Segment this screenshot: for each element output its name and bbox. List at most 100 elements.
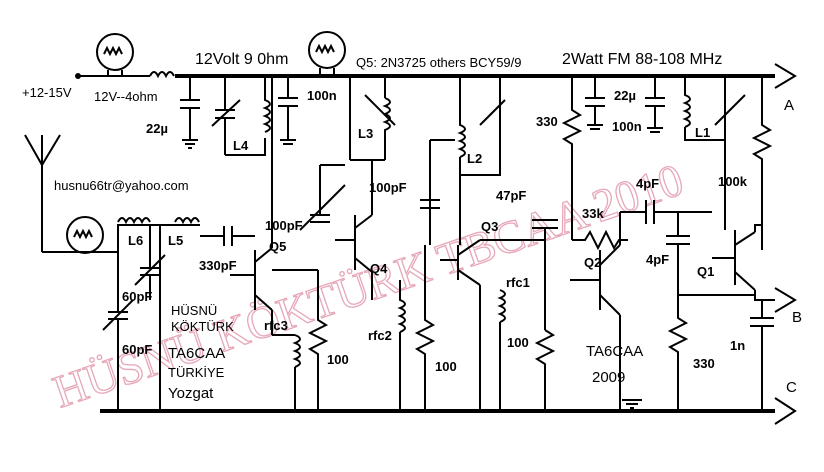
output-b-arrow: [760, 287, 797, 313]
label-r-330-top: 330: [536, 114, 558, 129]
cap-100pf-mid: [420, 199, 440, 245]
choke-rfc2: [397, 280, 406, 411]
label-q5: Q5: [269, 239, 286, 254]
trimmer-l2: [479, 99, 506, 126]
label-q1: Q1: [697, 264, 714, 279]
credit-callsign: TA6CAA: [586, 343, 643, 360]
cap-100n-right: [585, 76, 605, 130]
output-a-arrow: [774, 63, 797, 89]
author-city: Yozgat: [168, 385, 214, 402]
trimmer-l3: [364, 94, 396, 126]
lamp-supply: [96, 33, 134, 76]
author-country: TÜRKİYE: [168, 365, 225, 380]
author-name-line2: KÖKTÜRK: [171, 319, 234, 334]
label-l4: L4: [233, 138, 249, 153]
coil-l4: [225, 76, 271, 156]
label-l3: L3: [358, 126, 373, 141]
label-r-100-c: 100: [327, 352, 349, 367]
choke-rfc3: [272, 334, 301, 411]
transistor-q2: [570, 212, 621, 411]
cap-22u-right: [645, 76, 665, 133]
cap-330pf: [200, 226, 255, 246]
coil-l3: [349, 76, 391, 161]
trimmer-60pf-b: [102, 225, 134, 411]
label-c-4pf-mid: 4pF: [646, 252, 669, 267]
trimmer-l1: [714, 94, 746, 126]
transistor-q3: [440, 175, 481, 411]
label-q4: Q4: [370, 261, 388, 276]
label-r-33k: 33k: [582, 206, 604, 221]
author-name-line1: HÜSNÜ: [171, 303, 217, 318]
resistor-330-top: [561, 76, 583, 240]
antenna: [24, 134, 61, 252]
transistor-q1: [712, 140, 762, 301]
cap-47pf: [480, 219, 558, 260]
label-c-4pf-top: 4pF: [636, 176, 659, 191]
coil-l5: [174, 217, 200, 225]
label-c-1n: 1n: [730, 338, 745, 353]
label-c-47pf: 47pF: [496, 188, 526, 203]
label-c-100pf-q4: 100pF: [369, 180, 407, 195]
transistor-q5: [230, 76, 273, 335]
label-l2: L2: [467, 151, 482, 166]
cap-100n-left: [278, 76, 298, 145]
label-rfc3: rfc3: [264, 318, 288, 333]
author-callsign: TA6CAA: [168, 345, 225, 362]
trimmer-l4: [211, 76, 241, 155]
cap-4pf-top: [620, 200, 712, 224]
label-rfc1: rfc1: [506, 275, 530, 290]
circuit-title: 2Watt FM 88-108 MHz: [562, 51, 722, 68]
trimmer-100pf-q4: [299, 164, 346, 231]
label-l1: L1: [695, 125, 710, 140]
label-c-100n-right: 100n: [612, 119, 642, 134]
label-c-330pf: 330pF: [199, 258, 237, 273]
supply-choke: [149, 71, 175, 79]
trimmer-60pf-a: [134, 225, 166, 300]
email: husnu66tr@yahoo.com: [54, 178, 189, 193]
transistor-note: Q5: 2N3725 others BCY59/9: [356, 55, 522, 70]
label-l6: L6: [128, 233, 143, 248]
cap-22u-left: [180, 76, 200, 140]
ground-bottom: [622, 399, 642, 409]
cap-4pf-mid: [666, 212, 690, 295]
label-c-60pf-a: 60pF: [122, 289, 152, 304]
label-r-100k: 100k: [718, 174, 748, 189]
label-c-100n-left: 100n: [307, 88, 337, 103]
ground-22u-left: [182, 139, 198, 149]
supply-input-label: +12-15V: [22, 85, 72, 100]
label-c-100pf-q5: 100pF: [265, 218, 303, 233]
coil-l2: [457, 76, 501, 176]
lamp-rail: [308, 31, 346, 76]
resistor-100k: [751, 76, 773, 250]
label-c-22u-right: 22µ: [614, 88, 636, 103]
label-c-60pf-b: 60pF: [122, 342, 152, 357]
credit-year: 2009: [592, 369, 625, 386]
output-a-label: A: [784, 97, 794, 114]
resistor-100-c: [272, 269, 329, 411]
supply-node: [75, 73, 81, 79]
l2-feed: [429, 139, 455, 215]
label-r-330-bottom: 330: [693, 356, 715, 371]
label-l5: L5: [168, 233, 183, 248]
resistor-330-bottom: [667, 295, 689, 411]
lamp-antenna: [66, 216, 104, 254]
cap-1n: [750, 300, 774, 411]
label-r-100-a: 100: [507, 335, 529, 350]
output-c-arrow: [774, 397, 797, 425]
lamp-label: 12V--4ohm: [94, 89, 158, 104]
supply-label: 12Volt 9 0hm: [195, 51, 288, 68]
label-q3: Q3: [481, 219, 498, 234]
transistor-q4: [335, 214, 373, 300]
output-c-label: C: [786, 379, 797, 396]
output-b-label: B: [792, 309, 802, 326]
coil-l1: [682, 76, 726, 141]
coil-l6: [117, 217, 151, 225]
label-rfc2: rfc2: [368, 328, 392, 343]
resistor-100-b: [414, 245, 436, 411]
label-r-100-b: 100: [435, 359, 457, 374]
choke-rfc1: [497, 289, 506, 411]
label-c-22u-left: 22µ: [146, 121, 168, 136]
resistor-100-a: [534, 260, 556, 411]
